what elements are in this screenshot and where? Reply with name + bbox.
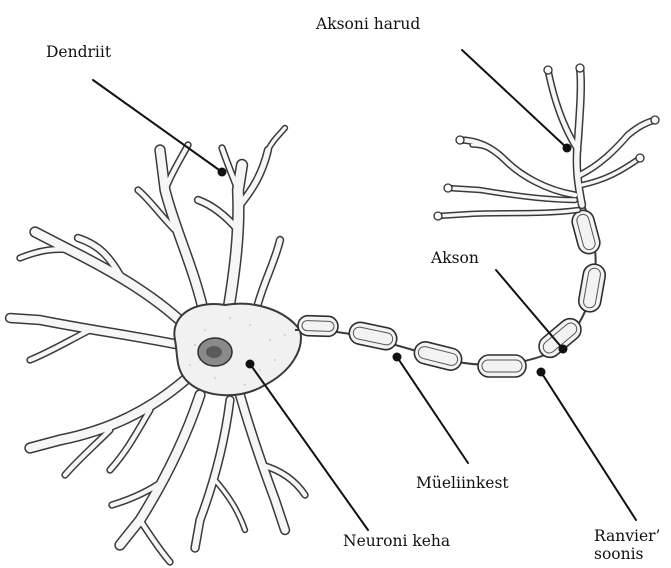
branch-core (160, 150, 205, 318)
cell-body (174, 304, 301, 395)
branch-core (255, 240, 280, 315)
leader-ranvier (541, 372, 636, 520)
branch-core (30, 330, 90, 360)
label-ranvier-line1: Ranvier’ (594, 527, 660, 545)
branch-core (268, 128, 285, 150)
branch-core (10, 318, 180, 345)
branch-core (30, 380, 185, 448)
label-axon: Akson (430, 249, 479, 267)
leader-axon-terminals (462, 50, 567, 148)
label-myelin-sheath: Müeliinkest (416, 474, 509, 492)
label-cell-body: Neuroni keha (343, 532, 450, 550)
label-ranvier-line2: soonis (594, 545, 644, 563)
branch-core (195, 400, 230, 548)
leader-cell-body (250, 364, 368, 530)
label-dendrite: Dendriit (46, 43, 112, 61)
branch-core (165, 145, 188, 190)
axon-terminals (434, 64, 659, 220)
branch-core (140, 520, 170, 562)
leader-myelin (397, 357, 468, 463)
leader-axon (496, 270, 563, 349)
branch-core (240, 395, 285, 530)
label-axon-terminals: Aksoni harud (315, 15, 420, 33)
